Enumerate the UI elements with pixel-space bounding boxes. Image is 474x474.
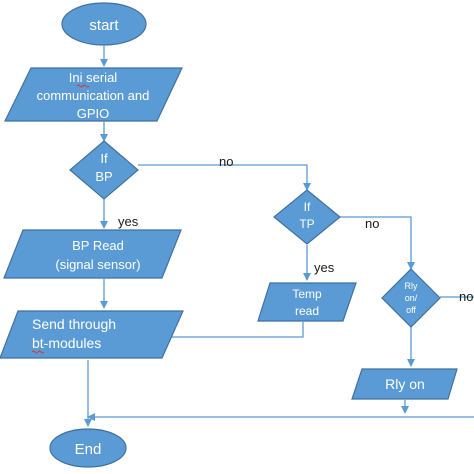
node-if-bp: If BP — [69, 140, 139, 200]
node-send-bt: Send through bt-modules — [0, 310, 184, 359]
edge-label-bp-yes: yes — [118, 214, 139, 229]
node-end: End — [49, 428, 127, 468]
node-temp-read-label-line2: read — [295, 304, 319, 318]
edge-label-tp-no: no — [365, 216, 379, 231]
node-bp-read: BP Read (signal sensor) — [3, 229, 182, 279]
node-init-label-line1: Ini serial — [69, 70, 118, 85]
spellcheck-underline — [76, 84, 90, 88]
node-rly-on-label: Rly on — [385, 376, 425, 392]
node-end-label: End — [75, 441, 102, 458]
node-send-label-line2: bt-modules — [32, 335, 101, 351]
node-bp-read-label-line1: BP Read — [72, 238, 124, 253]
edge-temp-read-to-send — [161, 322, 304, 341]
node-temp-read-label-line1: Temp — [292, 287, 322, 301]
node-start-label: start — [89, 17, 119, 34]
node-if-bp-label-line2: BP — [95, 169, 112, 184]
node-rly-on: Rly on — [351, 368, 458, 400]
node-bp-read-label-line2: (signal sensor) — [55, 257, 140, 272]
connectors — [84, 46, 474, 427]
node-send-label-line1: Send through — [32, 316, 116, 332]
node-temp-read: Temp read — [257, 282, 357, 322]
node-if-tp: If TP — [273, 189, 341, 245]
edge-if-bp-no-to-if-tp — [138, 164, 311, 191]
node-rly-label-line3: off — [406, 305, 416, 315]
node-init-label-line3: GPIO — [77, 106, 110, 121]
edge-label-bp-no: no — [219, 154, 233, 169]
node-if-tp-label-line1: If — [304, 200, 311, 214]
node-start: start — [61, 2, 147, 46]
spellcheck-underline — [31, 350, 45, 354]
node-rly-label-line2: on/ — [405, 293, 418, 303]
node-if-bp-label-line1: If — [100, 151, 108, 166]
node-init-serial-gpio: Ini serial communication and GPIO — [4, 67, 183, 122]
node-rly-on-off: Rly on/ off — [381, 268, 441, 328]
edge-label-rly-no: no — [459, 289, 473, 304]
node-rly-label-line1: Rly — [405, 281, 418, 291]
edge-label-tp-yes: yes — [314, 260, 335, 275]
node-init-label-line2: communication and — [37, 88, 150, 103]
edge-if-tp-no-to-rly-decision — [340, 216, 415, 270]
node-if-tp-label-line2: TP — [299, 217, 314, 231]
